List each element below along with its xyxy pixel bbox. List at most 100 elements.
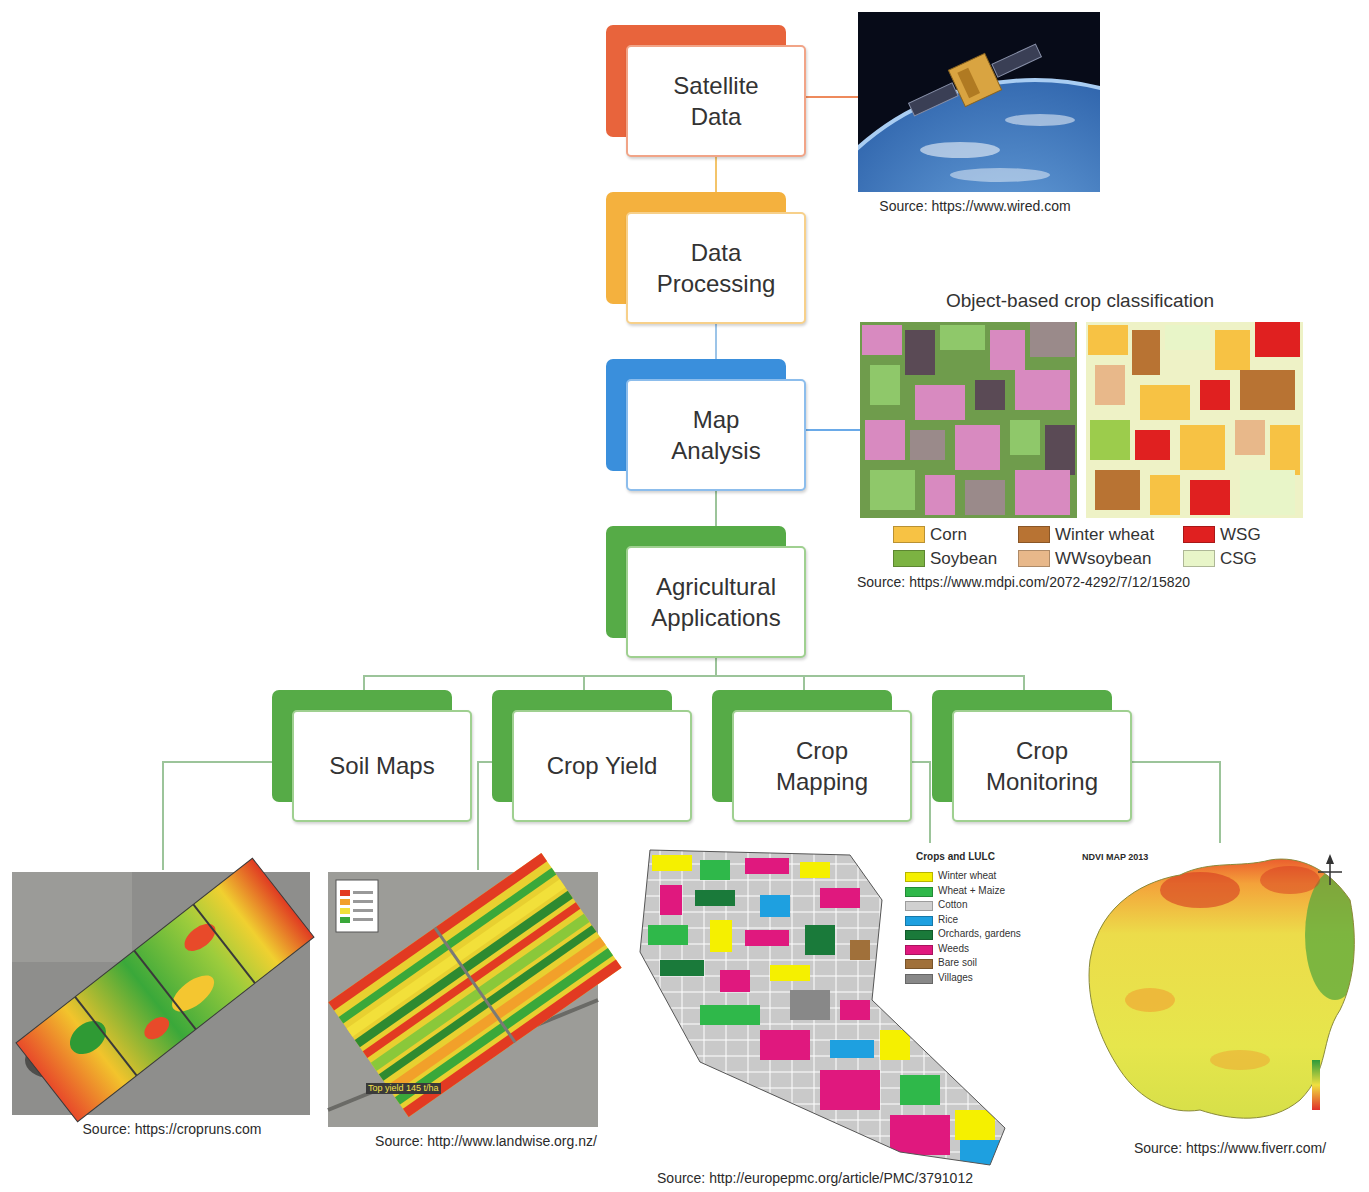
illustration-part bbox=[180, 918, 221, 956]
illustration-part bbox=[134, 951, 196, 1030]
illustration-part bbox=[12, 872, 132, 962]
legend-swatch bbox=[905, 872, 933, 882]
illustration-part bbox=[805, 925, 835, 955]
box-label: Map Analysis bbox=[651, 404, 781, 466]
illustration-part bbox=[990, 330, 1025, 370]
illustration-part bbox=[1015, 470, 1070, 515]
illustration-part bbox=[660, 885, 682, 915]
illustration-part bbox=[1318, 871, 1342, 873]
illustration-part bbox=[340, 899, 350, 905]
illustration-part bbox=[910, 430, 945, 460]
illustration-part bbox=[1089, 859, 1354, 1118]
illustration-part bbox=[1015, 370, 1070, 410]
box-label: Satellite Data bbox=[651, 70, 781, 132]
legend-label: Bare soil bbox=[938, 957, 977, 969]
illustration-part bbox=[957, 68, 980, 98]
legend-swatch bbox=[1183, 526, 1215, 543]
illustration-part bbox=[1080, 850, 1365, 1130]
legend-label: Wheat + Maize bbox=[938, 885, 1005, 897]
illustration-part bbox=[860, 322, 1077, 518]
illustration-part bbox=[1086, 322, 1303, 518]
process-box: Agricultural Applications bbox=[626, 546, 806, 658]
illustration-part bbox=[1010, 420, 1040, 455]
illustration-part bbox=[805, 429, 860, 431]
illustration-part bbox=[870, 470, 915, 510]
legend-swatch bbox=[905, 974, 933, 984]
legend-label: Soybean bbox=[930, 549, 997, 569]
illustration-part bbox=[1215, 330, 1250, 370]
illustration-part bbox=[700, 860, 730, 880]
illustration-part bbox=[64, 1014, 113, 1061]
illustration-part bbox=[1132, 330, 1160, 375]
map-label: Top yield 145 t/ha bbox=[366, 1083, 441, 1094]
source-note: Source: http://www.landwise.org.nz/ bbox=[375, 1133, 597, 1150]
illustration-part bbox=[760, 895, 790, 917]
source-note: Source: https://www.wired.com bbox=[879, 198, 1070, 215]
illustration-part bbox=[1260, 866, 1320, 894]
legend-swatch bbox=[905, 887, 933, 897]
illustration-part bbox=[820, 888, 860, 908]
illustration-part bbox=[955, 425, 1000, 470]
legend-label: Corn bbox=[930, 525, 967, 545]
illustration-part bbox=[700, 1005, 760, 1025]
illustration-part bbox=[965, 480, 1005, 515]
illustration-part bbox=[1045, 425, 1075, 475]
illustration-part bbox=[905, 330, 935, 375]
illustration-part bbox=[1210, 1050, 1270, 1070]
illustration-part bbox=[328, 853, 621, 1117]
illustration-part bbox=[193, 904, 255, 983]
legend-swatch bbox=[905, 930, 933, 940]
illustration-part bbox=[1080, 850, 1365, 1130]
illustration-part bbox=[163, 762, 275, 870]
map-label: NDVI MAP 2013 bbox=[1082, 852, 1148, 863]
illustration-part bbox=[1140, 385, 1190, 420]
illustration-part bbox=[1200, 380, 1230, 410]
legend-swatch bbox=[1018, 550, 1050, 567]
illustration-part bbox=[912, 762, 930, 843]
illustration-part bbox=[975, 380, 1005, 410]
illustration-part bbox=[860, 322, 1077, 518]
illustration-part bbox=[630, 840, 1020, 1180]
illustration-part bbox=[328, 853, 621, 1117]
illustration-part bbox=[16, 858, 314, 1121]
illustration-part bbox=[955, 1110, 995, 1140]
illustration-part bbox=[720, 970, 750, 992]
illustration-part bbox=[1150, 475, 1180, 515]
legend-swatch bbox=[893, 550, 925, 567]
illustration-part bbox=[800, 862, 830, 878]
illustration-part bbox=[745, 858, 789, 874]
illustration-part bbox=[1005, 114, 1075, 126]
illustration-part bbox=[890, 1115, 950, 1155]
illustration-part bbox=[858, 12, 1100, 192]
illustration-part bbox=[840, 1000, 870, 1020]
illustration-part bbox=[925, 475, 955, 515]
illustration-part bbox=[353, 909, 373, 912]
box-label: Agricultural Applications bbox=[641, 571, 791, 633]
illustration-part bbox=[1090, 420, 1130, 460]
box-label: Crop Monitoring bbox=[977, 735, 1107, 797]
illustration-part bbox=[695, 890, 735, 906]
illustration-part bbox=[790, 990, 830, 1020]
figure-title: Object-based crop classification bbox=[946, 290, 1214, 313]
process-box: Crop Monitoring bbox=[952, 710, 1132, 822]
illustration-part bbox=[1240, 370, 1295, 410]
illustration-part bbox=[336, 880, 378, 932]
illustration-part bbox=[340, 908, 350, 914]
legend-swatch bbox=[1018, 526, 1050, 543]
legend-label: Cotton bbox=[938, 899, 967, 911]
illustration-part bbox=[140, 1012, 173, 1043]
legend-swatch bbox=[905, 945, 933, 955]
process-box: Crop Mapping bbox=[732, 710, 912, 822]
process-box: Satellite Data bbox=[626, 45, 806, 157]
illustration-part bbox=[353, 918, 373, 921]
illustration-part bbox=[660, 960, 704, 976]
illustration-part bbox=[909, 83, 958, 116]
process-box: Map Analysis bbox=[626, 379, 806, 491]
source-note: Source: https://www.mdpi.com/2072-4292/7… bbox=[857, 574, 1190, 591]
illustration-part bbox=[630, 840, 1020, 1180]
illustration-part bbox=[1160, 872, 1240, 908]
illustration-part bbox=[948, 53, 1001, 106]
illustration-part bbox=[640, 850, 1005, 1165]
legend-label: Rice bbox=[938, 914, 958, 926]
